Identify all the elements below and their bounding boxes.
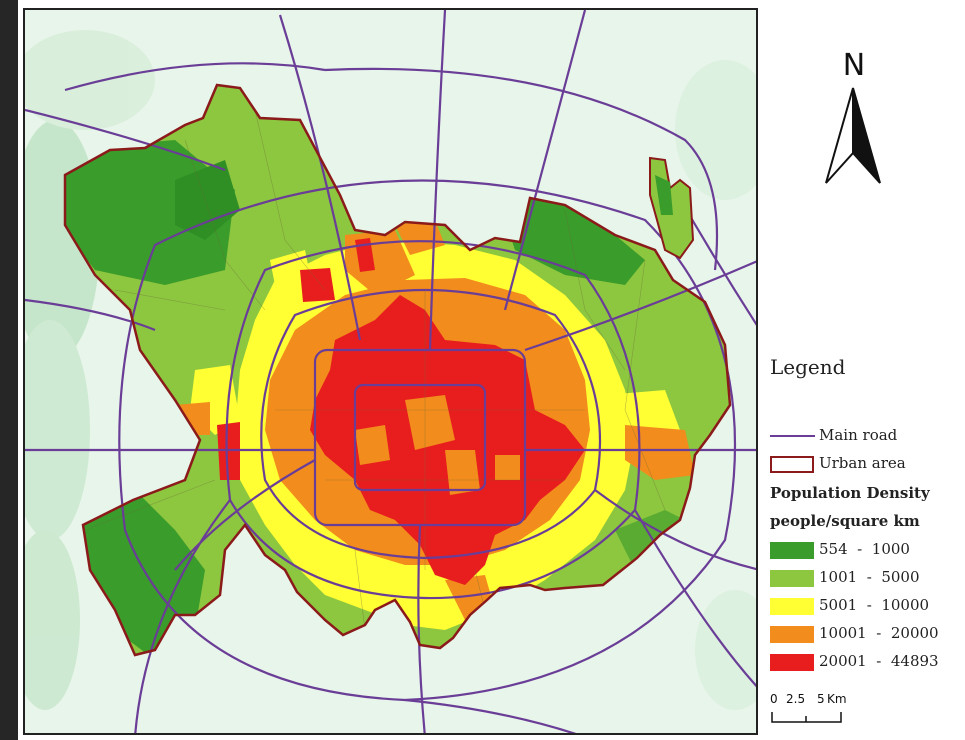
legend-class-label: 5001 - 10000	[819, 596, 930, 614]
main-road-symbol	[770, 435, 815, 437]
urban-area-symbol	[770, 456, 814, 473]
density-unit: people/square km	[770, 512, 920, 530]
terrain-relief	[25, 30, 756, 710]
scale-bar-line	[771, 712, 842, 723]
legend-class-swatch	[770, 598, 814, 615]
scale-bar: 0 2.5 5 Km	[770, 692, 890, 732]
legend-class-swatch	[770, 570, 814, 587]
enclave-core	[655, 175, 673, 215]
legend-class-label: 20001 - 44893	[819, 652, 939, 670]
scale-tick-1: 2.5	[786, 692, 806, 706]
legend-class-swatch	[770, 542, 814, 559]
legend-class-swatch	[770, 626, 814, 643]
north-label: N	[842, 48, 866, 83]
legend-class-label: 1001 - 5000	[819, 568, 920, 586]
map-panel	[23, 8, 758, 735]
north-arrow-icon	[825, 87, 881, 184]
urban-area-label: Urban area	[819, 454, 906, 472]
density-heading: Population Density	[770, 484, 930, 502]
legend-class-swatch	[770, 654, 814, 671]
legend-class-label: 10001 - 20000	[819, 624, 939, 642]
scale-tick-0: 0	[770, 692, 778, 706]
legend-class-label: 554 - 1000	[819, 540, 910, 558]
scale-tick-2: 5	[817, 692, 825, 706]
scale-unit: Km	[827, 692, 847, 706]
main-road-label: Main road	[819, 426, 898, 444]
legend-title: Legend	[770, 355, 846, 379]
density-map	[25, 10, 756, 733]
